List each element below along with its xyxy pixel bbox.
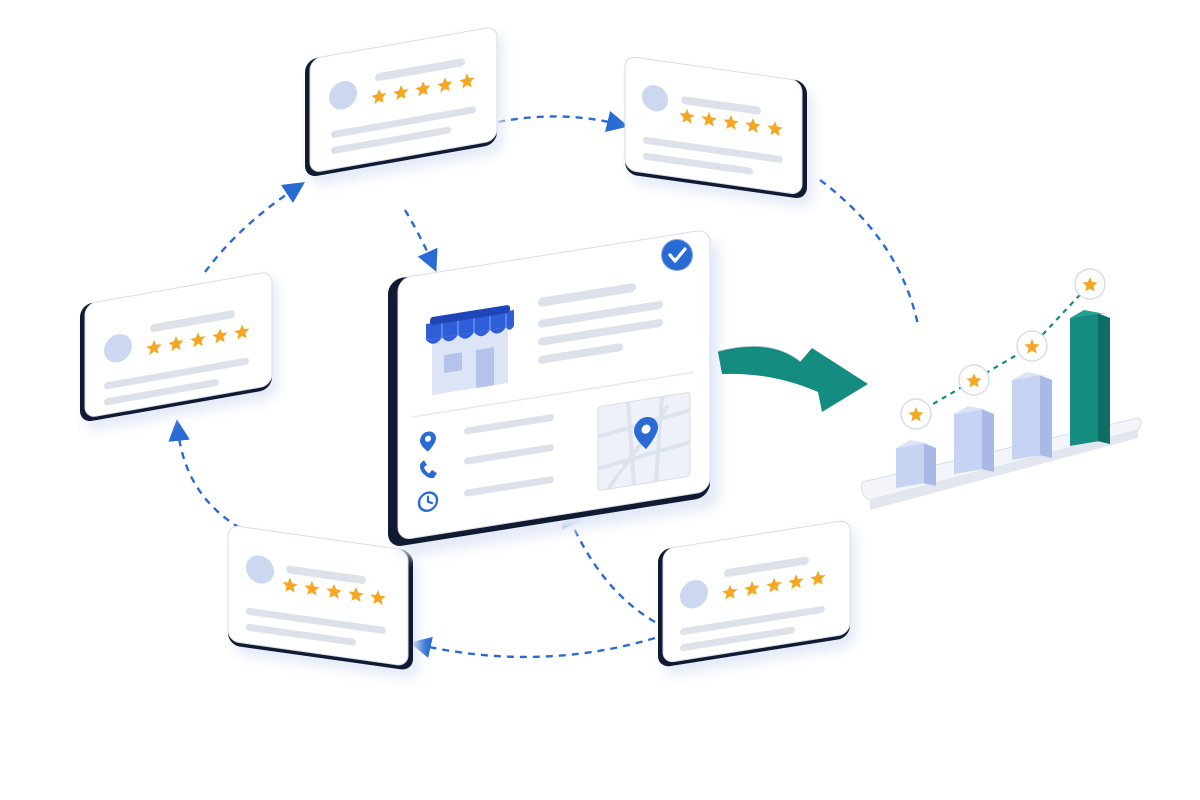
clock-icon: [417, 491, 439, 512]
review-card-bottom-left: [227, 525, 419, 679]
avatar: [680, 580, 708, 609]
star-rating: [371, 73, 475, 105]
chart-bars: [896, 310, 1110, 488]
trend-line: [915, 283, 1091, 415]
star-rating: [282, 577, 386, 606]
map-tile: [597, 392, 691, 491]
star-icon: [370, 590, 386, 606]
flow-arrow-bottomleft-to-left: [168, 419, 241, 530]
star-icon: [810, 570, 826, 586]
chart-star-marker: [958, 364, 990, 396]
star-icon: [304, 580, 320, 596]
star-rating: [722, 570, 826, 600]
star-icon: [371, 88, 387, 105]
map-pin-icon: [634, 416, 658, 450]
star-icon: [723, 114, 739, 131]
star-icon: [190, 332, 206, 348]
avatar: [104, 334, 132, 363]
chart-star-marker: [1074, 268, 1106, 300]
star-icon: [282, 577, 298, 593]
star-icon: [788, 574, 804, 590]
avatar: [329, 81, 357, 110]
star-icon: [459, 73, 475, 89]
phone-icon: [419, 460, 437, 479]
avatar: [642, 85, 668, 112]
rating-growth-chart: [861, 268, 1142, 510]
star-icon: [745, 117, 761, 134]
star-rating: [146, 324, 250, 356]
location-pin-icon: [420, 431, 436, 452]
star-icon: [701, 111, 717, 127]
star-icon: [146, 339, 162, 356]
star-icon: [415, 81, 431, 97]
curved-arrow-right-icon: [717, 345, 868, 412]
review-card-bottom-right: [658, 520, 856, 676]
chart-star-marker: [1016, 330, 1048, 362]
star-icon: [908, 407, 924, 422]
star-icon: [393, 85, 409, 101]
star-icon: [168, 336, 184, 352]
avatar: [246, 555, 274, 584]
star-icon: [744, 581, 760, 597]
flow-arrow-bottomright-to-center: [562, 505, 656, 624]
chart-star-marker: [900, 398, 932, 430]
flow-arrow-topright-to-chart: [819, 179, 920, 326]
star-icon: [437, 77, 453, 93]
chart-bar: [1070, 310, 1110, 446]
review-card-top-left: [305, 27, 503, 186]
chart-star-markers: [900, 268, 1106, 430]
flow-arrow-left-to-topleft: [204, 182, 306, 273]
star-icon: [1024, 339, 1040, 354]
review-card-left: [80, 272, 278, 431]
star-icon: [966, 373, 982, 388]
storefront-icon: [426, 305, 514, 396]
star-icon: [1082, 277, 1098, 292]
review-card-top-right: [624, 56, 813, 207]
flow-arrow-topleft-to-center: [403, 209, 438, 272]
star-icon: [212, 328, 228, 344]
star-icon: [348, 586, 364, 603]
chart-bar: [954, 406, 994, 474]
flow-arrow-bottomright-to-bottomleft: [409, 636, 656, 659]
star-icon: [679, 108, 695, 124]
flow-arrows: [168, 110, 920, 659]
chart-bar: [1012, 372, 1052, 460]
star-icon: [326, 583, 342, 600]
trend-line-path: [915, 283, 1091, 415]
star-icon: [234, 324, 250, 340]
chart-bar: [896, 440, 936, 488]
business-profile-panel: [388, 230, 720, 557]
star-icon: [767, 121, 783, 137]
check-circle-icon: [660, 238, 694, 272]
star-rating: [679, 108, 783, 137]
star-icon: [766, 577, 782, 593]
flow-arrow-topleft-to-topright: [497, 110, 629, 132]
star-icon: [722, 584, 738, 600]
